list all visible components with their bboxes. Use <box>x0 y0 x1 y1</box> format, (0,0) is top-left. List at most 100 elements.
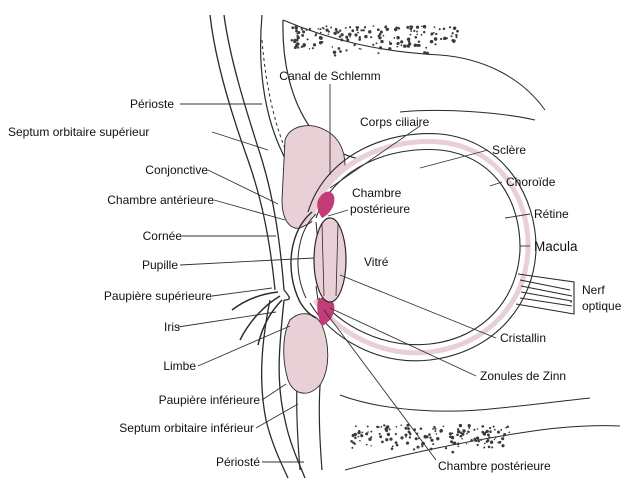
bone-dot <box>357 32 359 34</box>
bone-dot <box>320 32 322 34</box>
bone-dot <box>449 432 452 435</box>
bone-dot <box>367 431 369 433</box>
bone-dot <box>339 30 341 32</box>
bone-dot <box>376 426 379 429</box>
bone-dot <box>435 33 437 35</box>
bone-dot <box>487 433 490 436</box>
bone-dot <box>293 40 296 43</box>
label-perioste-top: Périoste <box>130 97 174 111</box>
label-nerf-optique-1: Nerf <box>582 283 605 297</box>
bone-dot <box>407 427 410 430</box>
bone-dot <box>423 31 425 33</box>
bone-dot <box>309 48 310 49</box>
bone-dot <box>477 444 479 446</box>
bone-dot <box>473 438 476 441</box>
bone-dot <box>416 26 419 29</box>
bone-dot <box>450 440 453 443</box>
bone-dot <box>459 424 462 427</box>
bone-dot <box>381 441 384 444</box>
bone-dot <box>337 31 340 34</box>
bone-dot <box>418 40 420 42</box>
bone-dot <box>356 28 358 30</box>
bone-dot <box>397 42 400 45</box>
bone-dot <box>291 39 294 42</box>
bone-dot <box>416 44 419 47</box>
label-canal-de-schlemm: Canal de Schlemm <box>279 69 380 83</box>
label-vitre: Vitré <box>364 255 389 269</box>
bone-dot <box>466 443 467 444</box>
bone-dot <box>400 436 403 439</box>
label-conjonctive: Conjonctive <box>145 163 208 177</box>
label-cristallin: Cristallin <box>500 331 546 345</box>
bone-dot <box>398 27 400 29</box>
bone-dot <box>359 440 361 442</box>
bone-dot <box>430 40 434 44</box>
bone-dot <box>319 37 322 40</box>
bone-dot <box>468 424 471 427</box>
bone-dot <box>332 46 334 48</box>
bone-dot <box>407 38 411 42</box>
label-paupiere-inferieure: Paupière inférieure <box>159 393 261 407</box>
bone-dot <box>466 433 468 435</box>
bone-dot <box>484 443 486 445</box>
bone-dot <box>481 425 483 427</box>
bone-dot <box>370 445 371 446</box>
bone-dot <box>394 37 396 39</box>
bone-dot <box>351 29 354 32</box>
bone-dot <box>489 430 492 433</box>
bone-dot <box>358 436 360 438</box>
label-chambre-posterieure-lower: Chambre postérieure <box>438 459 551 473</box>
bone-dot <box>411 31 413 33</box>
bone-dot <box>457 428 459 430</box>
bone-dot <box>330 27 332 29</box>
bone-dot <box>370 431 372 433</box>
label-macula: Macula <box>534 239 578 254</box>
bone-dot <box>497 431 500 434</box>
bone-dot <box>500 429 502 431</box>
bone-dot <box>370 436 372 438</box>
bone-dot <box>452 32 454 34</box>
bone-dot <box>389 42 392 45</box>
bone-dot <box>493 426 495 428</box>
bone-dot <box>470 439 473 442</box>
bone-dot <box>296 29 298 31</box>
bone-dot <box>377 52 379 54</box>
bone-dot <box>410 34 412 36</box>
bone-dot <box>488 446 491 449</box>
bone-dot <box>340 33 343 36</box>
bone-dot <box>379 433 381 435</box>
bone-dot <box>321 41 323 43</box>
bone-dot <box>456 433 459 436</box>
bone-dot <box>503 433 506 436</box>
label-cornee: Cornée <box>143 229 183 243</box>
bone-dot <box>451 451 454 454</box>
bone-dot <box>426 52 429 55</box>
bone-dot <box>460 435 463 438</box>
bone-dot <box>365 432 368 435</box>
bone-dot <box>385 438 388 441</box>
bone-dot <box>353 44 355 46</box>
bone-dot <box>421 34 423 36</box>
bone-dot <box>373 25 375 27</box>
bone-dot <box>355 425 357 427</box>
bone-dot <box>301 28 303 30</box>
bone-dot <box>455 34 458 37</box>
bone-dot <box>345 49 347 51</box>
bone-dot <box>413 30 415 32</box>
bone-dot <box>489 427 491 429</box>
bone-dot <box>420 427 423 430</box>
bone-dot <box>434 428 436 430</box>
bone-dot <box>360 433 361 434</box>
bone-dot <box>338 47 341 50</box>
bone-dot <box>305 29 307 31</box>
label-septum-orbitaire-superieur: Septum orbitaire supérieur <box>8 125 149 139</box>
bone-dot <box>494 429 496 431</box>
bone-dot <box>383 424 385 426</box>
bone-dot <box>421 26 423 28</box>
bone-dot <box>457 442 460 445</box>
bone-dot <box>443 28 446 31</box>
bone-dot <box>501 437 504 440</box>
label-chambre-posterieure-upper-2: postérieure <box>350 202 410 216</box>
bone-dot <box>481 431 484 434</box>
